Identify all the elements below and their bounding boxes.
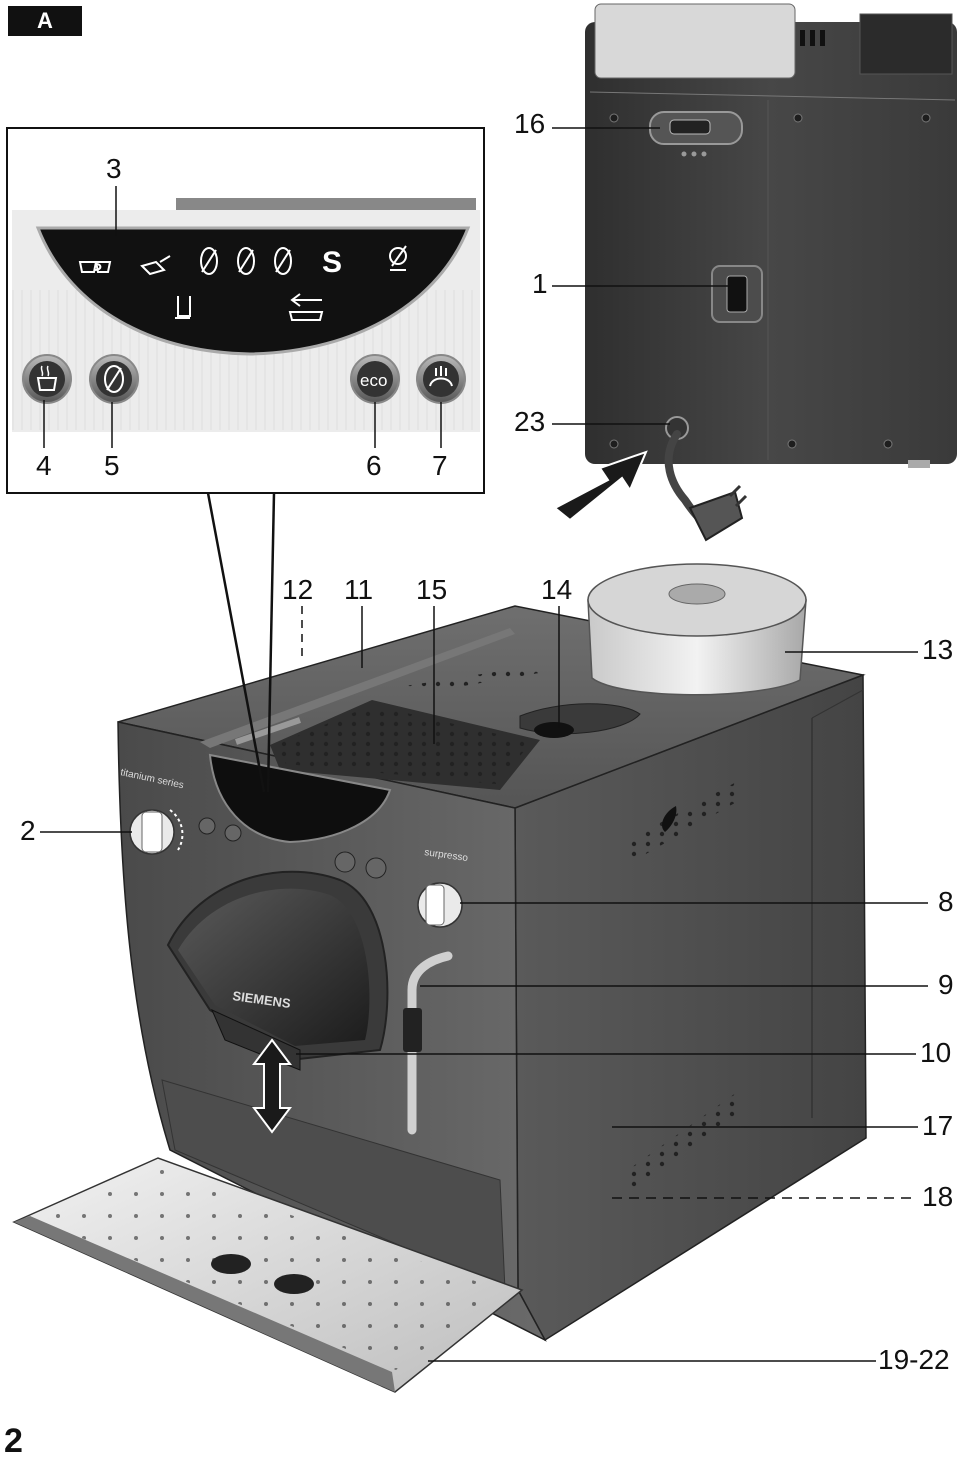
back-view [553,3,957,542]
tray-cup-mark-2 [274,1274,314,1294]
callout-15: 15 [416,574,448,605]
display-symbols [78,245,407,321]
power-switch [726,275,748,313]
brewing-door [178,888,370,1046]
callout-19-22: 19-22 [878,1344,950,1375]
back-housing [585,22,957,464]
front-eco-button [334,851,356,873]
callout-2: 2 [20,815,36,846]
back-screws [609,113,931,449]
callout-12: 12 [282,574,314,605]
callout-23: 23 [514,406,546,437]
callout-8: 8 [938,886,954,917]
display-window [208,753,392,844]
callout-18: 18 [922,1181,954,1212]
plug [688,490,744,542]
callout-10: 10 [920,1037,952,1068]
side-vent-lower [628,1090,742,1190]
front-steam-button [365,857,387,879]
callout-6: 6 [366,450,382,481]
cord-pull-arrow [553,450,648,522]
panel-s-label: S [322,246,342,279]
page-number: 2 [4,1422,23,1460]
tray-cup-mark-1 [211,1254,251,1274]
back-hopper [594,3,796,79]
callout-17: 17 [922,1110,954,1141]
machine-front-view: titanium series surpresso SIEMENS [12,563,867,1393]
callout-13: 13 [922,634,954,665]
outlet-height-arrow [252,1038,292,1134]
back-vent [800,30,825,46]
steam-pipe [407,951,453,1135]
steam-pipe-sleeve [403,1008,422,1052]
callout-9: 9 [938,969,954,1000]
section-badge: A [8,6,82,36]
callout-16: 16 [514,108,546,139]
callout-4: 4 [36,450,52,481]
leader-lines [40,127,928,1362]
side-vent-upper [628,780,740,862]
back-top-lid [859,13,953,75]
callout-11: 11 [344,574,374,605]
callout-1: 1 [532,268,548,299]
display-panel [35,226,471,356]
inset-buttons: eco [22,354,466,404]
callout-7: 7 [432,450,448,481]
eco-label: eco [360,371,387,390]
callout-5: 5 [104,450,120,481]
powder-chute [534,722,574,738]
callout-14: 14 [541,574,573,605]
water-tank-lid [200,628,515,748]
control-panel-inset: S eco [6,127,485,793]
top-vent-holes [392,668,568,690]
grind-indicator-dots [681,151,707,157]
callout-3: 3 [106,153,122,184]
cup-warmer-holes [276,705,532,784]
